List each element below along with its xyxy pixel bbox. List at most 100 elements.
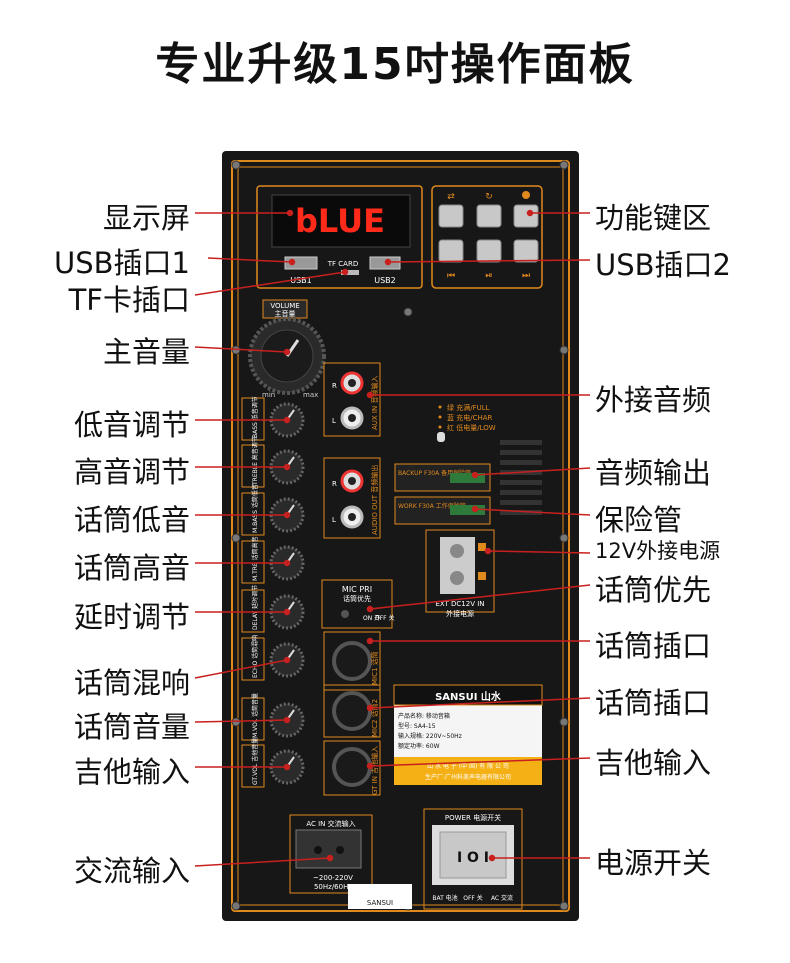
callout-line	[194, 659, 288, 679]
callout-line	[207, 257, 293, 263]
left-callout-label: 话筒低音	[73, 503, 190, 537]
right-callout-label: 电源开关	[595, 846, 712, 880]
left-callout-label: 低音调节	[73, 408, 190, 442]
callout-line	[474, 508, 591, 516]
svg-text:L: L	[332, 417, 336, 425]
right-callout-label: 话筒插口	[595, 686, 712, 720]
svg-text:BACKUP F30A 备用保险管: BACKUP F30A 备用保险管	[398, 469, 471, 477]
left-callout-label: TF卡插口	[68, 283, 190, 317]
knob-label-box	[241, 589, 265, 633]
aux-in-label: AUX IN 音频输入	[370, 376, 379, 430]
svg-text:⏯: ⏯	[485, 271, 492, 281]
svg-text:MIC2 话筒2: MIC2 话筒2	[370, 699, 379, 737]
right-callout-label: USB插口2	[595, 248, 731, 282]
svg-text:BAT 电池: BAT 电池	[432, 894, 457, 902]
right-callout-label: 保险管	[595, 503, 683, 537]
svg-text:输入规格: 220V~50Hz: 输入规格: 220V~50Hz	[398, 732, 462, 740]
right-callout-label: 吉他输入	[595, 746, 712, 780]
left-callout-label: 话筒音量	[73, 710, 190, 744]
callout-dot	[526, 209, 534, 217]
svg-text:红 低电量/LOW: 红 低电量/LOW	[447, 423, 496, 432]
callout-dot	[288, 258, 296, 266]
svg-text:OFF 关: OFF 关	[463, 894, 483, 902]
right-callout-label: 12V外接电源	[595, 539, 721, 563]
callout-dot	[283, 656, 291, 664]
callout-dot	[326, 854, 334, 862]
callout-dot	[488, 854, 496, 862]
svg-text:AC 交流: AC 交流	[491, 894, 513, 902]
svg-text:EXT DC12V IN: EXT DC12V IN	[435, 600, 484, 608]
knob-label-box	[241, 744, 265, 788]
svg-text:50Hz/60Hz: 50Hz/60Hz	[314, 883, 352, 891]
knob-label-box	[241, 637, 265, 681]
callout-dot	[286, 209, 294, 217]
svg-text:WORK F30A 工作保险管: WORK F30A 工作保险管	[398, 502, 466, 510]
left-callout-label: 吉他输入	[73, 755, 190, 789]
callout-dot	[283, 463, 291, 471]
callout-line	[369, 697, 591, 709]
callout-line	[369, 584, 591, 610]
callout-dot	[471, 505, 479, 513]
knob-label: TREBLE 高音调节	[251, 436, 259, 486]
callout-dot	[471, 471, 479, 479]
knob-label-box	[241, 697, 265, 741]
svg-text:SANSUI: SANSUI	[367, 899, 393, 907]
callout-line	[194, 857, 331, 867]
svg-text:I O I: I O I	[457, 850, 489, 866]
callout-dot	[366, 605, 374, 613]
svg-text:蓝 充电/CHAR: 蓝 充电/CHAR	[447, 413, 493, 422]
left-callout-label: 话筒高音	[73, 551, 190, 585]
svg-text:⏭: ⏭	[522, 271, 530, 281]
left-callout-label: 显示屏	[102, 201, 190, 235]
knob-label: M.TRE 话筒高音	[251, 536, 259, 581]
knob-label-box	[241, 397, 265, 441]
callout-dot	[283, 511, 291, 519]
usb1-label: USB1	[290, 276, 312, 285]
svg-text:产品名称: 移动音箱: 产品名称: 移动音箱	[398, 712, 450, 720]
svg-text:MIC PRI: MIC PRI	[342, 585, 372, 594]
callout-dot	[366, 762, 374, 770]
svg-text:额定功率: 60W: 额定功率: 60W	[398, 742, 440, 750]
svg-text:型号: SA4-15: 型号: SA4-15	[398, 722, 436, 730]
svg-text:⇄: ⇄	[447, 192, 455, 202]
right-callout-label: 音频输出	[595, 456, 712, 490]
svg-text:POWER 电源开关: POWER 电源开关	[445, 813, 501, 822]
right-callout-label: 功能键区	[595, 201, 712, 235]
svg-text:R: R	[332, 480, 337, 488]
left-callout-label: 高音调节	[73, 455, 190, 489]
svg-text:~200-220V: ~200-220V	[313, 874, 353, 882]
left-callout-label: 话筒混响	[73, 666, 190, 700]
knob-label-box	[241, 444, 265, 488]
svg-text:↻: ↻	[485, 192, 493, 202]
volume-cn-label: 主音量	[275, 309, 296, 318]
svg-text:MIC1 话筒: MIC1 话筒	[370, 651, 379, 685]
svg-text:R: R	[332, 382, 337, 390]
left-callout-label: 主音量	[102, 335, 190, 369]
knob-label: DELAY 延时调节	[251, 585, 259, 630]
svg-text:AC IN 交流输入: AC IN 交流输入	[306, 819, 355, 828]
svg-text:min: min	[262, 391, 275, 399]
right-callout-label: 外接音频	[595, 383, 712, 417]
display-readout: bLUE	[295, 202, 385, 240]
callout-dot	[283, 416, 291, 424]
callout-line	[369, 757, 591, 767]
callout-dot	[366, 704, 374, 712]
callout-line	[194, 271, 346, 296]
callout-dot	[283, 559, 291, 567]
svg-text:OFF 关: OFF 关	[375, 614, 395, 622]
callout-dot	[384, 258, 392, 266]
callout-dot	[366, 391, 374, 399]
knob-label-box	[241, 492, 265, 536]
right-callout-label: 话筒插口	[595, 629, 712, 663]
knob-label: ECHO 话筒混响	[251, 635, 259, 678]
svg-text:⏮: ⏮	[447, 271, 455, 281]
svg-text:SANSUI 山水: SANSUI 山水	[435, 690, 502, 703]
callout-dot	[283, 763, 291, 771]
knob-label: BASS 低音调节	[251, 396, 259, 438]
callout-dot	[283, 716, 291, 724]
callout-dot	[341, 268, 349, 276]
callout-line	[194, 719, 288, 723]
svg-text:L: L	[332, 516, 336, 524]
svg-text:ON 开: ON 开	[363, 615, 380, 622]
